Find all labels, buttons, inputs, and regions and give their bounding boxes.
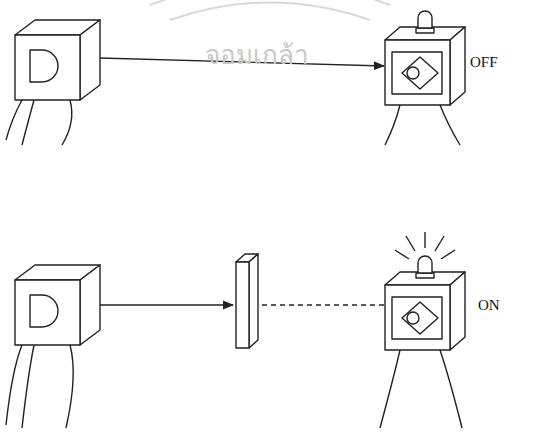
state-label: OFF [470,54,498,71]
indicator-lamp-on [395,232,455,278]
watermark-seal [150,0,390,20]
state-label: ON [478,297,500,314]
emitter-cube [15,20,100,100]
emitter-cable [6,345,73,428]
receiver-cable [380,350,462,428]
receiver-cube [385,27,465,105]
receiver-cube [385,272,465,350]
blocking-object [236,254,258,348]
watermark: จอมเกล้า [205,34,309,75]
blocked-beam [262,304,385,305]
receiver-cable [385,105,460,145]
emitter-cable [6,100,72,145]
emitter-cube [15,265,100,345]
light-beam [100,304,233,305]
indicator-lamp-off [416,11,434,33]
